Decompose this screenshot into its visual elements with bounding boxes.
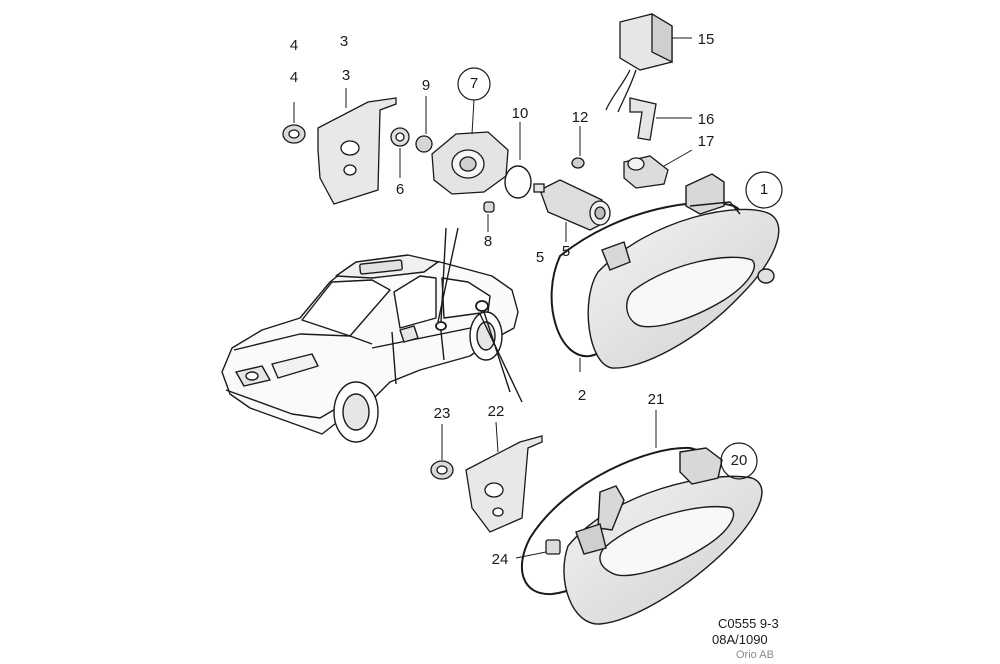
part-8-pin	[483, 201, 495, 232]
callout-3-top: 3	[339, 33, 349, 50]
part-12-nut	[571, 126, 585, 169]
part-24-clip	[515, 539, 561, 559]
part-16-clip	[629, 97, 692, 141]
part-15-module	[605, 12, 692, 113]
part-1-handle	[550, 173, 780, 372]
part-5-lock-cylinder	[533, 179, 611, 242]
callout-5-left: 5	[535, 249, 545, 266]
car-pointer-lines	[437, 227, 523, 403]
callout-8: 8	[483, 233, 493, 250]
callout-3: 3	[341, 67, 351, 84]
part-7-lock-housing	[431, 99, 509, 195]
callout-5: 5	[561, 243, 571, 260]
callout-23: 23	[433, 405, 451, 422]
callout-16: 16	[697, 111, 715, 128]
callout-15: 15	[697, 31, 715, 48]
callout-circles	[457, 67, 783, 480]
part-17-connector	[623, 149, 693, 189]
part-20-handle	[521, 410, 763, 625]
diagram-code: C0555 9-3	[718, 616, 779, 631]
callout-22: 22	[487, 403, 505, 420]
part-10-ring	[504, 122, 532, 199]
callout-21: 21	[647, 391, 665, 408]
part-22-bracket	[465, 421, 543, 533]
part-3-bracket	[317, 88, 397, 205]
car-illustration	[221, 254, 519, 443]
part-4-nut	[282, 102, 306, 144]
callout-10: 10	[511, 105, 529, 122]
part-9-bush	[415, 96, 433, 153]
diagram-date: 08A/1090	[712, 632, 768, 647]
callout-17: 17	[697, 133, 715, 150]
callout-24: 24	[491, 551, 509, 568]
callout-2: 2	[577, 387, 587, 404]
part-6-washer	[390, 127, 410, 178]
callout-1: 1	[759, 181, 769, 198]
diagram-copyright: Orio AB	[736, 649, 774, 661]
callout-9: 9	[421, 77, 431, 94]
callout-12: 12	[571, 109, 589, 126]
callout-20: 20	[730, 452, 748, 469]
callout-4: 4	[289, 69, 299, 86]
part-23-nut	[430, 424, 454, 480]
callout-4-top: 4	[289, 37, 299, 54]
callout-6: 6	[395, 181, 405, 198]
callout-7: 7	[469, 75, 479, 92]
